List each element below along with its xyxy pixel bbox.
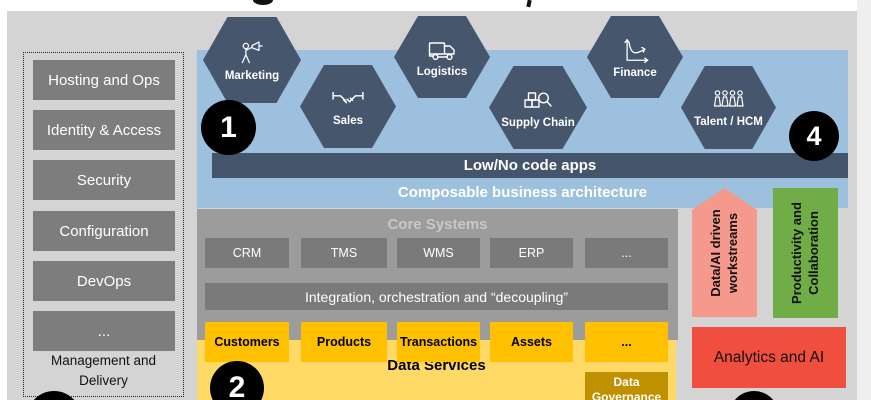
badge-1: 1 bbox=[201, 100, 256, 155]
entity-products: Products bbox=[301, 322, 387, 362]
system-crm: CRM bbox=[205, 238, 289, 268]
composable-architecture-label: Composable business architecture bbox=[397, 184, 648, 201]
productivity-collaboration-label: Productivity and Collaboration bbox=[788, 202, 821, 304]
hexagon-label: Marketing bbox=[224, 69, 280, 82]
page-margin bbox=[857, 0, 871, 400]
boxes-magnifier-icon bbox=[522, 87, 554, 114]
core-systems-title: Core Systems bbox=[387, 216, 488, 233]
badge-partial-left bbox=[27, 391, 81, 400]
system-more: ... bbox=[585, 238, 668, 268]
core-systems-panel bbox=[197, 209, 678, 340]
data-ai-workstreams-arrow: Data/AI driven workstreams bbox=[692, 188, 757, 317]
management-delivery-label: Management and Delivery bbox=[50, 353, 157, 389]
sidebar-item-identity: Identity & Access bbox=[33, 110, 175, 150]
analytics-ai-box: Analytics and AI bbox=[692, 327, 846, 388]
entity-more: ... bbox=[585, 322, 668, 362]
chart-curve-icon bbox=[620, 36, 651, 64]
people-group-icon bbox=[712, 88, 746, 113]
sidebar-item-more: ... bbox=[33, 311, 175, 351]
hexagon-label: Finance bbox=[613, 66, 657, 79]
data-ai-workstreams-label: Data/AI driven workstreams bbox=[707, 208, 740, 297]
handshake-icon bbox=[331, 86, 365, 112]
cropped-title-fragment bbox=[253, 0, 273, 5]
system-tms: TMS bbox=[301, 238, 387, 268]
badge-2: 2 bbox=[210, 361, 264, 400]
sidebar-item-configuration: Configuration bbox=[33, 211, 175, 251]
badge-partial-right bbox=[729, 391, 779, 400]
hexagon-label: Logistics bbox=[416, 65, 468, 78]
hexagon-label: Sales bbox=[332, 115, 364, 127]
sidebar-item-security: Security bbox=[33, 160, 175, 200]
sidebar-item-hosting: Hosting and Ops bbox=[33, 60, 175, 100]
management-delivery-group bbox=[23, 52, 184, 397]
system-erp: ERP bbox=[490, 238, 573, 268]
entity-transactions: Transactions bbox=[397, 322, 480, 362]
productivity-collaboration-box: Productivity and Collaboration bbox=[773, 188, 838, 318]
sidebar-item-devops: DevOps bbox=[33, 261, 175, 301]
badge-4: 4 bbox=[789, 111, 839, 161]
megaphone-person-icon bbox=[236, 39, 268, 67]
hexagon-marketing: Marketing bbox=[203, 17, 301, 103]
hexagon-label: Supply Chain bbox=[501, 116, 575, 129]
entity-assets: Assets bbox=[490, 322, 573, 362]
entity-customers: Customers bbox=[205, 322, 289, 362]
cropped-title-fragment bbox=[526, 0, 532, 8]
system-wms: WMS bbox=[397, 238, 480, 268]
truck-icon bbox=[426, 37, 459, 63]
integration-bar: Integration, orchestration and “decoupli… bbox=[205, 283, 668, 310]
hexagon-label: Talent / HCM bbox=[694, 115, 763, 128]
low-no-code-bar: Low/No code apps bbox=[212, 153, 848, 178]
data-governance-box: Data Governance bbox=[585, 372, 668, 400]
